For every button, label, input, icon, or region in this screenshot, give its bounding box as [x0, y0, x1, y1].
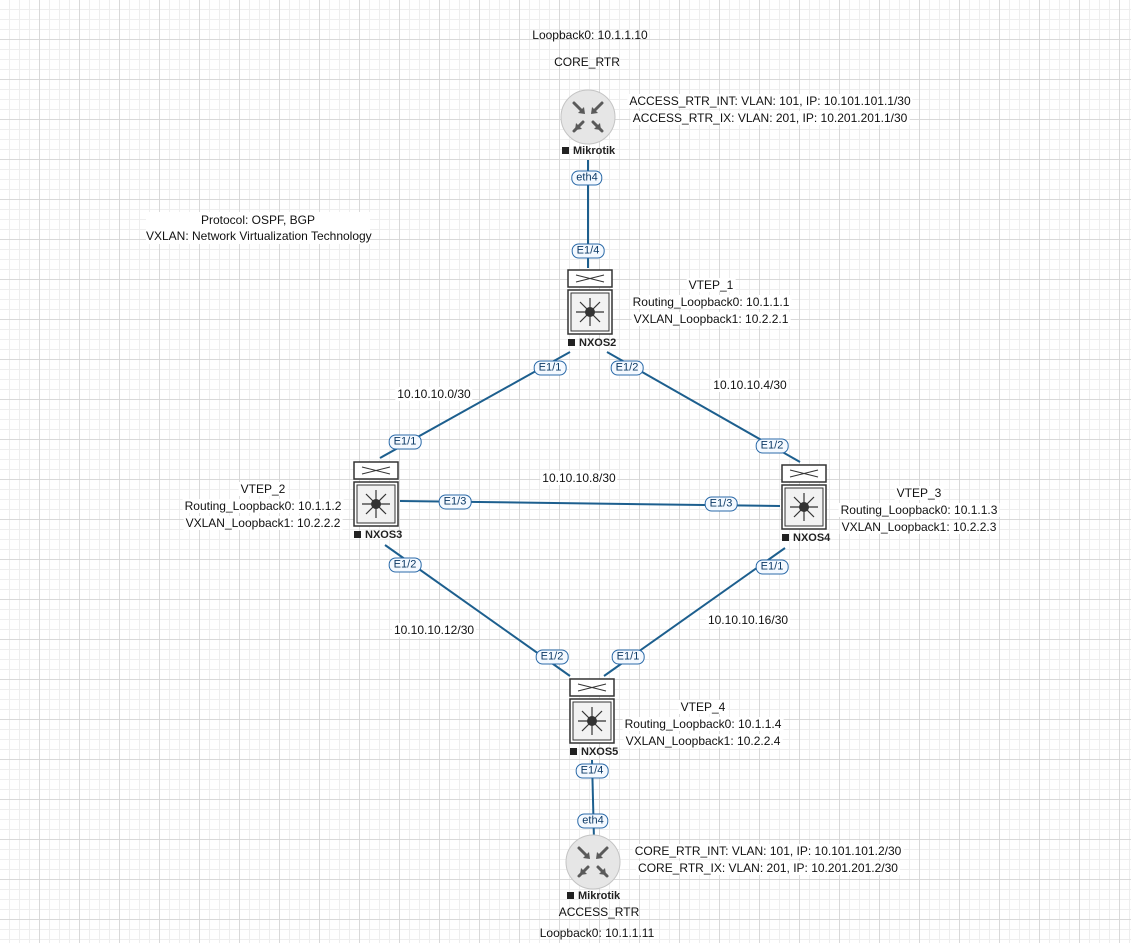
access-rtr-loopback: Loopback0: 10.1.1.11 [539, 926, 655, 940]
subnet-vtep1-vtep3: 10.10.10.4/30 [711, 378, 789, 392]
port-vtep2-up[interactable]: E1/1 [388, 434, 422, 450]
note-protocol: Protocol: OSPF, BGP [200, 213, 316, 227]
port-vtep4-down[interactable]: E1/4 [575, 763, 609, 779]
protocol-note: Protocol: OSPF, BGP VXLAN: Network Virtu… [146, 212, 372, 244]
core-rtr-name: CORE_RTR [554, 55, 620, 69]
vtep2-name: VTEP_2 [238, 482, 288, 496]
core-rtr-loopback: Loopback0: 10.1.1.10 [532, 28, 648, 42]
port-core-eth4[interactable]: eth4 [571, 170, 603, 186]
access-rtr-iface-ix: CORE_RTR_IX: VLAN: 201, IP: 10.201.201.2… [636, 861, 900, 875]
access-rtr-name: ACCESS_RTR [558, 905, 640, 919]
vtep1-name: VTEP_1 [686, 278, 736, 292]
access-rtr-iface-int: CORE_RTR_INT: VLAN: 101, IP: 10.101.101.… [632, 844, 904, 858]
core-rtr-device-label: Mikrotik [562, 145, 615, 157]
subnet-vtep2-vtep4: 10.10.10.12/30 [391, 623, 477, 637]
vtep2-device-label: NXOS3 [354, 529, 402, 541]
vtep4-device-label: NXOS5 [570, 746, 618, 758]
nxos4-switch-icon[interactable] [781, 464, 827, 530]
access-rtr-device-label: Mikrotik [567, 890, 620, 902]
port-vtep1-right[interactable]: E1/2 [610, 360, 644, 376]
port-vtep2-down[interactable]: E1/2 [388, 557, 422, 573]
vtep4-name: VTEP_4 [678, 700, 728, 714]
port-vtep2-right[interactable]: E1/3 [438, 494, 472, 510]
subnet-vtep2-vtep3: 10.10.10.8/30 [540, 471, 618, 485]
vtep3-vxlan-loopback: VXLAN_Loopback1: 10.2.2.3 [839, 520, 999, 534]
nxos2-switch-icon[interactable] [567, 269, 613, 335]
vtep1-device-label: NXOS2 [568, 337, 616, 349]
port-vtep3-up[interactable]: E1/2 [755, 438, 789, 454]
port-vtep4-right[interactable]: E1/1 [611, 649, 645, 665]
port-vtep3-left[interactable]: E1/3 [704, 496, 738, 512]
port-vtep4-left[interactable]: E1/2 [535, 649, 569, 665]
note-vxlan: VXLAN: Network Virtualization Technology [146, 229, 372, 243]
port-vtep1-left[interactable]: E1/1 [533, 360, 567, 376]
core-router-icon[interactable] [560, 89, 616, 145]
subnet-vtep3-vtep4: 10.10.10.16/30 [705, 613, 791, 627]
port-vtep1-up[interactable]: E1/4 [571, 243, 605, 259]
vtep3-name: VTEP_3 [894, 486, 944, 500]
subnet-vtep1-vtep2: 10.10.10.0/30 [395, 387, 473, 401]
port-access-eth4[interactable]: eth4 [577, 813, 609, 829]
access-router-icon[interactable] [565, 834, 621, 890]
nxos5-switch-icon[interactable] [569, 678, 615, 744]
vtep4-routing-loopback: Routing_Loopback0: 10.1.1.4 [622, 717, 784, 731]
core-rtr-iface-ix: ACCESS_RTR_IX: VLAN: 201, IP: 10.201.201… [630, 111, 910, 125]
vtep4-vxlan-loopback: VXLAN_Loopback1: 10.2.2.4 [623, 734, 783, 748]
vtep3-routing-loopback: Routing_Loopback0: 10.1.1.3 [838, 503, 1000, 517]
vtep1-routing-loopback: Routing_Loopback0: 10.1.1.1 [630, 295, 792, 309]
vtep2-routing-loopback: Routing_Loopback0: 10.1.1.2 [182, 499, 344, 513]
vtep1-vxlan-loopback: VXLAN_Loopback1: 10.2.2.1 [631, 312, 791, 326]
core-rtr-iface-int: ACCESS_RTR_INT: VLAN: 101, IP: 10.101.10… [627, 94, 913, 108]
vtep3-device-label: NXOS4 [782, 532, 830, 544]
vtep2-vxlan-loopback: VXLAN_Loopback1: 10.2.2.2 [183, 516, 343, 530]
port-vtep3-down[interactable]: E1/1 [755, 559, 789, 575]
nxos3-switch-icon[interactable] [353, 461, 399, 527]
